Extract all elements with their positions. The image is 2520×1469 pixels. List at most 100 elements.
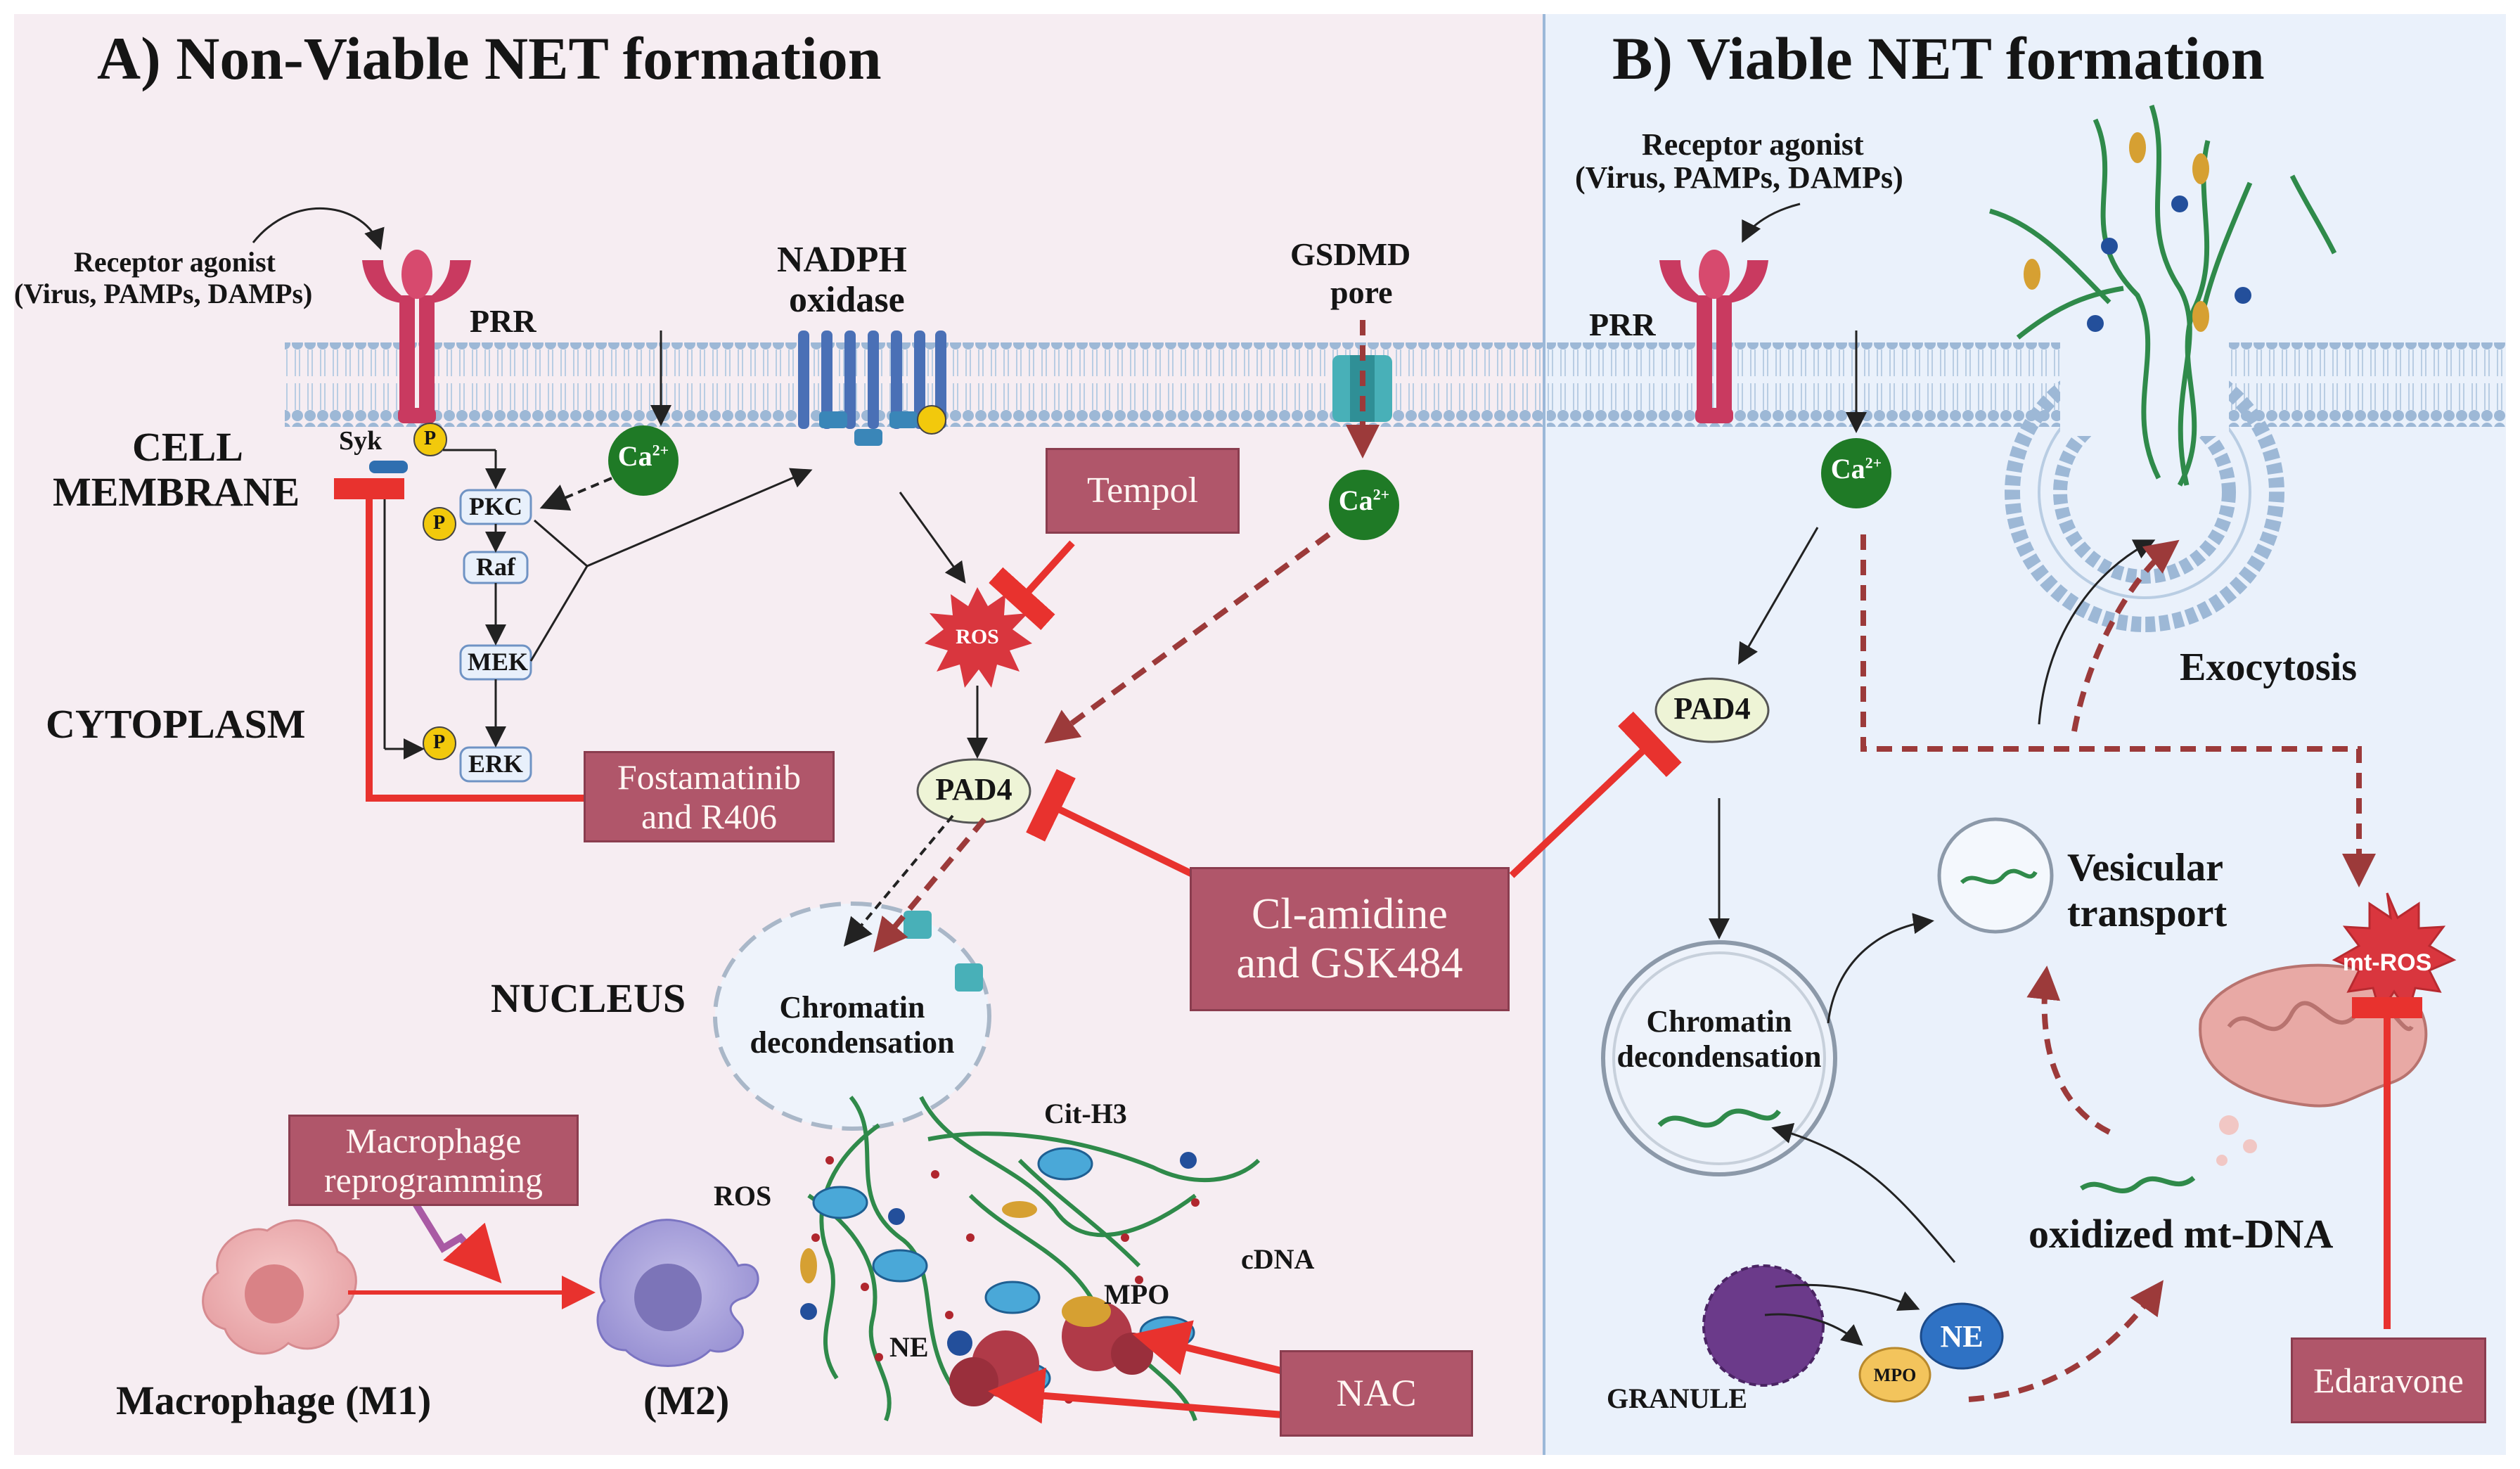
pad4-label-a: PAD4 bbox=[935, 772, 1012, 807]
drug-tempol: Tempol bbox=[1046, 448, 1240, 534]
arrow-exocytosis bbox=[2038, 539, 2156, 725]
granule-label: GRANULE bbox=[1607, 1383, 1748, 1414]
nucleus-a bbox=[713, 902, 991, 1131]
arrow-nucleus-vesicle bbox=[1827, 913, 1934, 1024]
mt-ros-star bbox=[2332, 892, 2457, 1015]
dashed-mtdna-vesicle bbox=[2026, 966, 2111, 1135]
erk-box bbox=[459, 746, 532, 783]
ne-enzyme-b bbox=[1920, 1302, 2004, 1370]
pad4-label-b: PAD4 bbox=[1673, 691, 1751, 726]
ros-label-a: ROS bbox=[956, 625, 999, 648]
cell-membrane-label-line2: MEMBRANE bbox=[53, 469, 300, 515]
p-label-pkc: P bbox=[433, 512, 446, 534]
phospho-nadph bbox=[917, 405, 946, 435]
dashed-ca-pad4-a bbox=[1044, 532, 1331, 744]
nuclear-pore-1 bbox=[904, 911, 932, 939]
mpo-enzyme-b bbox=[1858, 1347, 1931, 1403]
chromatin-b-line1: Chromatin bbox=[1646, 1004, 1792, 1039]
calcium-b-label: Ca2+ bbox=[1830, 453, 1882, 485]
receptor-agonist-b-line2: (Virus, PAMPs, DAMPs) bbox=[1575, 160, 1903, 195]
panel-a-background bbox=[14, 14, 1544, 1455]
nadph-label-line1: NADPH bbox=[777, 240, 907, 280]
prr-receptor-b bbox=[1659, 250, 1768, 423]
calcium-a2 bbox=[1329, 470, 1399, 540]
macrophage-m1 bbox=[202, 1219, 357, 1355]
macrophage-m2-label: (M2) bbox=[643, 1378, 730, 1423]
inhibit-clamidine-b bbox=[1509, 711, 1682, 878]
cytoplasm-label: CYTOPLASM bbox=[46, 701, 306, 747]
calcium-b bbox=[1821, 438, 1891, 508]
receptor-agonist-a-line2: (Virus, PAMPs, DAMPs) bbox=[14, 278, 313, 309]
prr-label-b: PRR bbox=[1589, 307, 1656, 342]
erk-label: ERK bbox=[468, 750, 523, 778]
arrow-ca-pad4-b bbox=[1737, 527, 1819, 665]
inhibit-tempol bbox=[989, 540, 1075, 630]
gsdmd-pore bbox=[1332, 355, 1392, 422]
nadph-oxidase bbox=[798, 331, 946, 446]
arrow-nac-mpo bbox=[1132, 1320, 1285, 1375]
inhibit-fostamatinib bbox=[334, 478, 584, 802]
arrow-ne-chromatin bbox=[1771, 1123, 1956, 1263]
exocytosis-vesicle bbox=[2005, 338, 2284, 632]
ne-label-b: NE bbox=[1940, 1319, 1984, 1354]
arrow-agonist-a bbox=[252, 207, 385, 250]
arrow-nac-ne bbox=[988, 1367, 1284, 1424]
ros-label-net: ROS bbox=[714, 1180, 772, 1212]
calcium-a1 bbox=[608, 425, 679, 496]
drug-nac: NAC bbox=[1280, 1350, 1473, 1437]
panel-a-title: A) Non-Viable NET formation bbox=[97, 25, 882, 92]
arrow-granule-ne bbox=[1775, 1283, 1920, 1311]
chromatin-a-line1: Chromatin bbox=[779, 990, 925, 1025]
macrophage-m1-label: Macrophage (M1) bbox=[116, 1378, 432, 1423]
arrow-granule-mpo bbox=[1764, 1313, 1863, 1346]
net-strands-a bbox=[807, 1096, 1261, 1422]
p-label-erk: P bbox=[433, 731, 446, 753]
panel-b-title: B) Viable NET formation bbox=[1612, 25, 2265, 92]
mpo-label-b: MPO bbox=[1873, 1365, 1917, 1385]
arrow-pkc-nadph bbox=[534, 468, 813, 567]
vesicular-label-line1: Vesicular bbox=[2067, 846, 2223, 890]
arrow-agonist-b bbox=[1742, 203, 1801, 243]
dashed-exocytosis bbox=[2071, 539, 2180, 732]
dna-nucleus-b bbox=[1657, 1108, 1781, 1128]
cdna-label: cDNA bbox=[1241, 1243, 1315, 1275]
syk-label: Syk bbox=[339, 426, 382, 456]
mpo-label-a: MPO bbox=[1104, 1278, 1170, 1310]
net-proteins-b bbox=[2024, 132, 2251, 332]
gsdmd-label-line1: GSDMD bbox=[1290, 236, 1411, 272]
ros-star-a bbox=[925, 587, 1032, 688]
receptor-agonist-b-line1: Receptor agonist bbox=[1642, 127, 1864, 162]
cit-h3-label: Cit-H3 bbox=[1044, 1098, 1127, 1129]
phospho-pkc bbox=[423, 507, 456, 541]
cell-membrane-b bbox=[1547, 342, 2506, 427]
dashed-pad4-chromatin-red bbox=[873, 817, 987, 953]
granule bbox=[1702, 1264, 1825, 1387]
dashed-ca-pkc bbox=[539, 477, 612, 511]
phospho-syk bbox=[413, 423, 447, 456]
chromatin-b-line2: decondensation bbox=[1616, 1039, 1822, 1074]
exocytosis-label: Exocytosis bbox=[2180, 646, 2357, 689]
calcium-a1-label: Ca2+ bbox=[617, 440, 669, 472]
pkc-label: PKC bbox=[469, 492, 522, 520]
syk-kinase bbox=[369, 461, 408, 473]
nucleus-label: NUCLEUS bbox=[491, 975, 686, 1021]
raf-label: Raf bbox=[476, 553, 515, 581]
drug-edaravone: Edaravone bbox=[2291, 1338, 2486, 1423]
prr-receptor-a bbox=[362, 250, 471, 423]
reprogramming-lightning bbox=[411, 1200, 502, 1283]
dashed-ca-mtros bbox=[1860, 534, 2376, 887]
inhibit-clamidine-a bbox=[1026, 769, 1197, 879]
oxidized-mtdna-label: oxidized mt-DNA bbox=[2029, 1211, 2334, 1257]
panel-divider bbox=[1543, 14, 1545, 1455]
vesicular-label-line2: transport bbox=[2067, 892, 2228, 935]
dashed-granule-mtdna bbox=[1968, 1280, 2164, 1402]
nadph-label-line2: oxidase bbox=[789, 280, 905, 320]
enzymes-a bbox=[800, 1152, 1197, 1406]
dna-vesicle bbox=[1960, 868, 2038, 885]
receptor-agonist-a-line1: Receptor agonist bbox=[74, 246, 276, 278]
